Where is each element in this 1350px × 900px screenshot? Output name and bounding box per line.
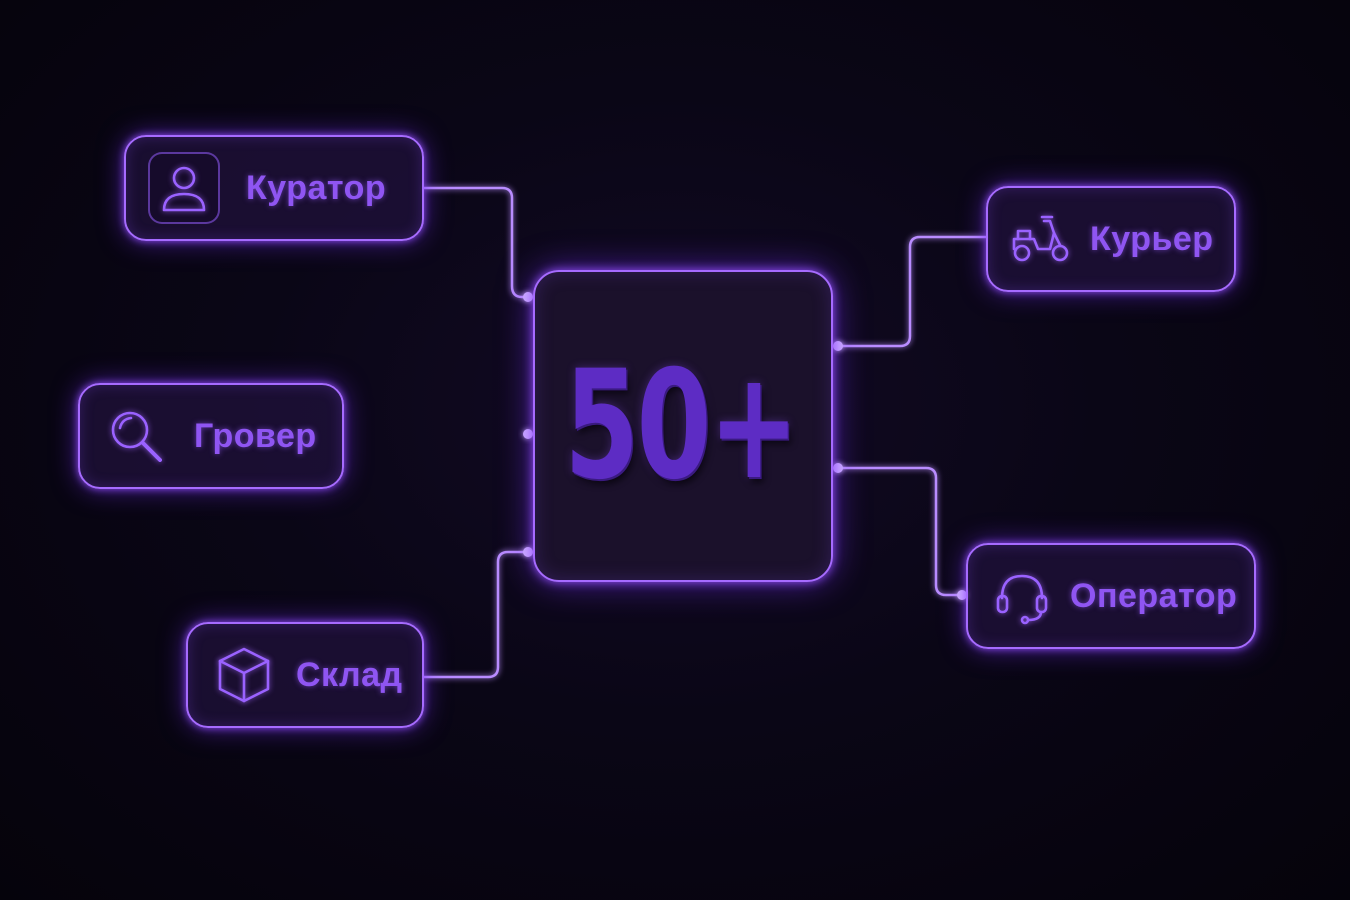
node-warehouse[interactable]: Склад [186,622,424,728]
junction-dot [523,292,533,302]
node-label: Куратор [246,168,387,207]
connector-warehouse [424,550,530,679]
search-icon [104,404,168,468]
user-icon [148,152,220,224]
node-label: Гровер [194,416,317,455]
node-label: Курьер [1090,219,1214,258]
node-label: Оператор [1070,576,1238,615]
junction-dot [957,590,967,600]
node-label: Склад [296,655,403,694]
box-icon [212,643,276,707]
junction-dot [833,341,843,351]
node-courier[interactable]: Курьер [986,186,1236,292]
node-grover[interactable]: Гровер [78,383,344,489]
connector-operator [836,466,966,597]
center-value: 50+ [563,339,799,513]
junction-dot [833,463,843,473]
junction-dot [523,429,533,439]
connector-courier [836,235,986,348]
node-operator[interactable]: Оператор [966,543,1256,649]
center-hub: 50+ [533,270,833,582]
headset-icon [990,564,1054,628]
scooter-icon [1008,207,1072,271]
junction-dot [523,547,533,557]
node-curator[interactable]: Куратор [124,135,424,241]
connector-curator [424,186,530,299]
